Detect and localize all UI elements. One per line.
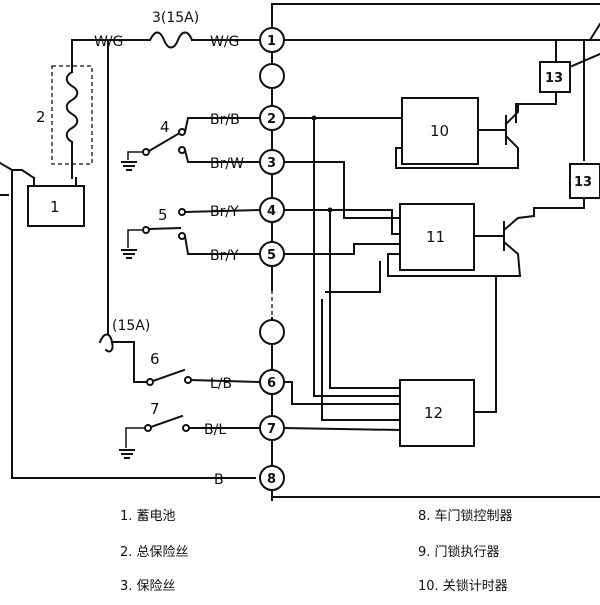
box-12 (399, 379, 475, 447)
switch4-label: 4 (160, 118, 170, 136)
pin-blank-top (259, 63, 285, 89)
wire-brb (183, 117, 259, 134)
box-13a-label: 13 (545, 71, 563, 86)
battery-box (27, 185, 85, 227)
legend-left-3: 3. 保险丝 (120, 579, 176, 594)
pin-3-label: 3 (267, 156, 276, 171)
t10-leads (504, 103, 519, 159)
wire-label-bry2: Br/Y (210, 248, 239, 264)
pin-blank-mid (259, 319, 285, 345)
box-13a (539, 61, 571, 93)
wire-pin5-box11 (283, 243, 401, 255)
feed-wire-vertical (107, 39, 151, 319)
pin-8-label: 8 (267, 472, 276, 487)
battery-label: 1 (50, 198, 60, 216)
wire-label-lb: L/B (210, 376, 232, 392)
wire-pin4-box11 (329, 209, 401, 235)
pin-2-label: 2 (267, 112, 276, 127)
pin-8 (259, 465, 285, 491)
switch7-blade (149, 414, 184, 429)
main-fuse-label: 2 (36, 108, 46, 126)
switch5-blade (147, 226, 182, 231)
top-frame-line (271, 3, 600, 23)
switch4-blade (147, 132, 180, 153)
wire-13b-down (533, 197, 585, 217)
fuse3-element (148, 31, 194, 49)
wire-lb (189, 378, 260, 384)
switch5-ground-icon (121, 249, 137, 259)
switch4-ground-lead (127, 151, 142, 160)
pin-6-label: 6 (267, 376, 276, 391)
fuse3-label: 3(15A) (152, 10, 199, 26)
legend-right-1: 8. 车门锁控制器 (418, 508, 513, 524)
switch5-ground-lead (127, 229, 142, 248)
t10-loop (395, 147, 519, 169)
pin-5-label: 5 (267, 248, 276, 263)
wire-pin6-box12 (283, 381, 401, 405)
switch7-contact-a (144, 424, 152, 432)
legend-left-2: 2. 总保险丝 (120, 545, 189, 560)
t11-loop (387, 253, 521, 277)
pin-1-label: 1 (267, 34, 276, 49)
wire-13a-down (515, 91, 557, 123)
wire-label-bl: B/L (204, 422, 226, 438)
box-11 (399, 203, 475, 271)
box-10 (401, 97, 479, 165)
left-stub (0, 161, 14, 172)
switch7-ground-icon (119, 449, 135, 459)
wire-pin4-box12 (329, 209, 401, 389)
ground-wire-B (11, 169, 256, 479)
lower-fuse-element (98, 333, 114, 353)
main-fuse-element (65, 70, 79, 144)
switch7-label: 7 (150, 400, 160, 418)
switch4-ground-icon (121, 161, 137, 171)
box-12-label: 12 (424, 404, 443, 422)
legend-right-3: 10. 关锁计时器 (418, 578, 508, 594)
wire-label-brb: Br/B (210, 112, 240, 128)
switch6-blade (151, 368, 186, 383)
legend-right-2: 9. 门锁执行器 (418, 544, 500, 560)
top-right-stub (588, 22, 600, 42)
legend-left-1: 1. 蓄电池 (120, 509, 176, 524)
wire-label-brw: Br/W (210, 156, 244, 172)
battery-terminals (33, 177, 77, 187)
pin-4-label: 4 (267, 204, 276, 219)
box-10-label: 10 (430, 122, 449, 140)
lower-fuse-label: (15A) (112, 318, 150, 334)
wire-bry2 (183, 234, 259, 255)
switch5-label: 5 (158, 206, 168, 224)
wire-label-b: B (214, 472, 224, 488)
bottom-frame-line (271, 496, 600, 501)
switch6-label: 6 (150, 350, 160, 368)
switch4-contact-a (142, 148, 150, 156)
wire-label-bry1: Br/Y (210, 204, 239, 220)
box-13b-label: 13 (574, 175, 592, 190)
box-13b (569, 163, 600, 199)
wire-brw (183, 148, 259, 163)
wire-label-wg-2: W/G (210, 34, 239, 50)
r-stub-1 (570, 52, 600, 68)
battery-neg-wire (11, 169, 36, 180)
wire-bry1 (183, 208, 260, 214)
wire-pin7-box12 (282, 426, 402, 432)
wire-12-to-11 (473, 275, 497, 413)
wire-loop-mid (325, 261, 381, 293)
wire-to-switch6 (111, 341, 149, 383)
switch6-contact-a (146, 378, 154, 386)
switch7-ground-lead (125, 427, 144, 448)
wire-pin3-box11 (283, 161, 401, 219)
wire-mid-box12 (321, 299, 401, 421)
box-11-label: 11 (426, 228, 445, 246)
pin-7-label: 7 (267, 422, 276, 437)
t11-leads (502, 214, 536, 278)
